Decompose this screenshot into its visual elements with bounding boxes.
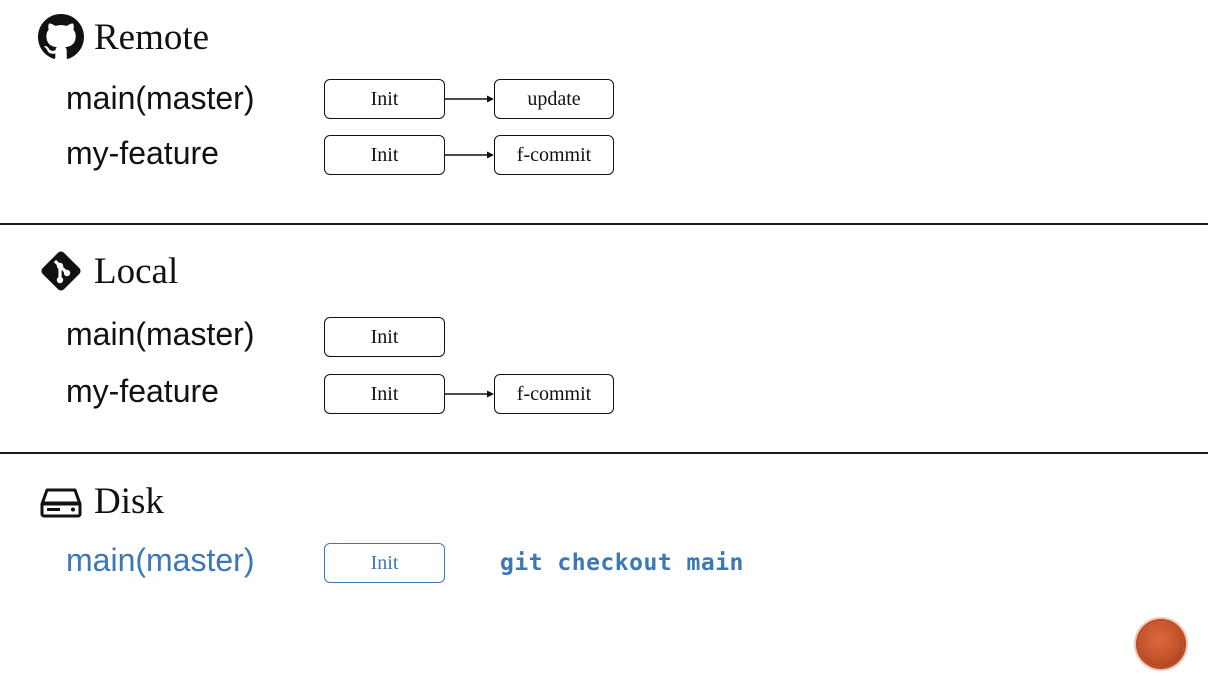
local-branch-main-label: main(master)	[66, 316, 255, 352]
remote-title-text: Remote	[94, 16, 210, 58]
git-command-text: git checkout main	[500, 550, 744, 576]
remote-section-title: Remote	[38, 14, 209, 60]
local-title-text: Local	[94, 250, 179, 292]
section-divider	[0, 452, 1208, 454]
disk-main-commit-init: Init	[324, 543, 445, 583]
disk-branch-main-label: main(master)	[66, 542, 255, 578]
remote-main-commit-init: Init	[324, 79, 445, 119]
local-feature-arrow	[445, 389, 494, 399]
local-section-title: Local	[38, 248, 178, 294]
remote-feature-arrow	[445, 150, 494, 160]
remote-feature-commit-f: f-commit	[494, 135, 614, 175]
remote-main-arrow	[445, 94, 494, 104]
remote-main-commit-update: update	[494, 79, 614, 119]
git-icon	[38, 248, 84, 294]
local-feature-commit-f: f-commit	[494, 374, 614, 414]
disk-title-text: Disk	[94, 480, 164, 522]
local-main-commit-init: Init	[324, 317, 445, 357]
section-divider	[0, 223, 1208, 225]
remote-branch-feature-label: my-feature	[66, 135, 219, 171]
hard-drive-icon	[38, 478, 84, 524]
disk-section-title: Disk	[38, 478, 164, 524]
presenter-avatar[interactable]	[1138, 621, 1184, 667]
local-feature-commit-init: Init	[324, 374, 445, 414]
remote-branch-main-label: main(master)	[66, 80, 255, 116]
remote-feature-commit-init: Init	[324, 135, 445, 175]
local-branch-feature-label: my-feature	[66, 373, 219, 409]
github-icon	[38, 14, 84, 60]
